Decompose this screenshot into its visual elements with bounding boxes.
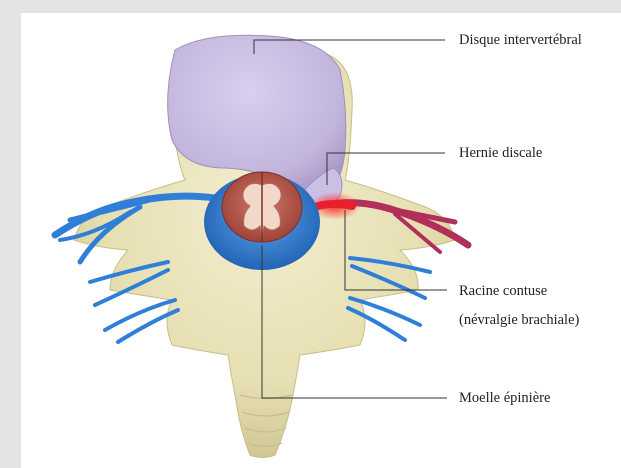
label-intervertebral-disc: Disque intervertébral	[459, 31, 582, 49]
label-contused-root: Racine contuse	[459, 282, 547, 300]
label-brachial-neuralgia: (névralgie brachiale)	[459, 311, 579, 329]
inflamed-root-segment	[318, 204, 352, 206]
label-spinal-cord: Moelle épinière	[459, 389, 550, 407]
label-herniated-disc: Hernie discale	[459, 144, 542, 162]
